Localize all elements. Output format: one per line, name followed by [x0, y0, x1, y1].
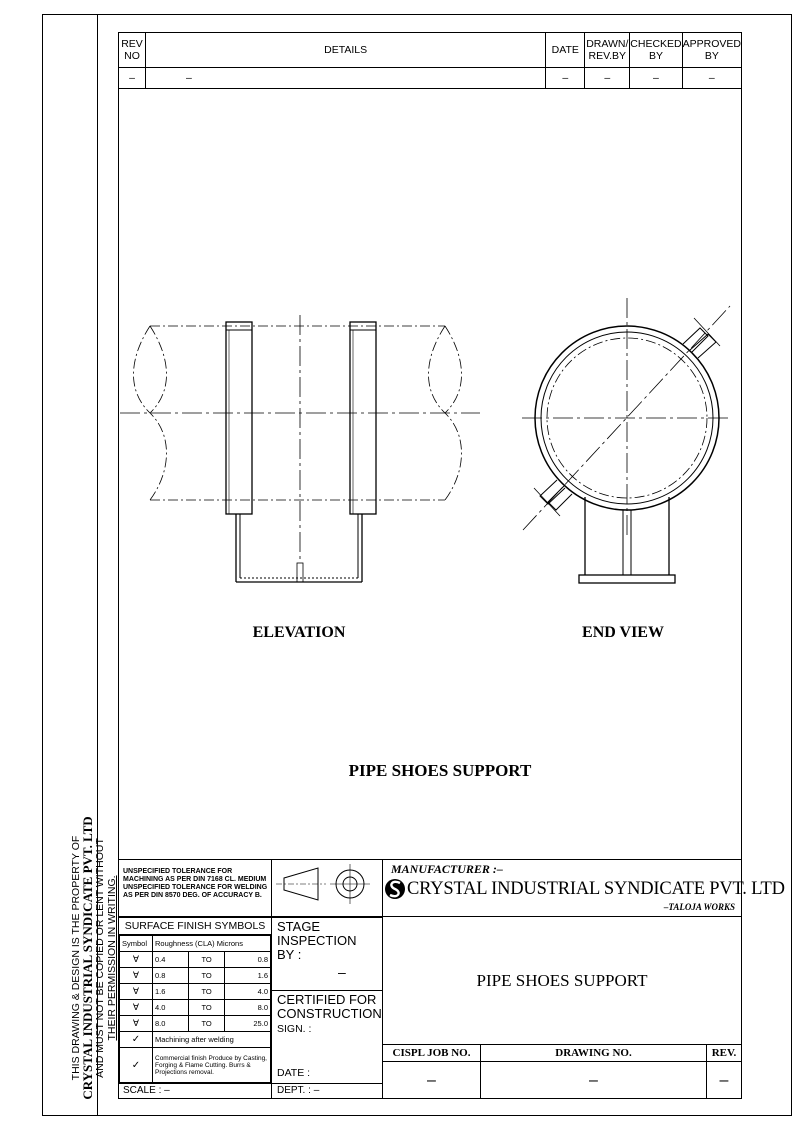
- symbol-header: Symbol: [119, 935, 153, 952]
- finish-symbol-icon: ∀: [119, 1015, 153, 1032]
- finish-from: 4.0: [151, 999, 190, 1016]
- details-value: –: [144, 67, 547, 89]
- finish-from: 1.6: [151, 983, 190, 1000]
- works-label: –TALOJA WORKS: [663, 902, 735, 912]
- company-logo-icon: [385, 879, 405, 899]
- check-symbol-icon: ✓: [119, 1031, 153, 1048]
- checked-header: CHECKED BY: [629, 32, 683, 68]
- date-label: DATE :: [277, 1067, 311, 1079]
- certified-label: CERTIFIED FOR CONSTRUCTION: [277, 992, 382, 1021]
- drawing-no-label: DRAWING NO.: [555, 1047, 632, 1059]
- tolerance-note: UNSPECIFIED TOLERANCE FOR MACHINING AS P…: [118, 859, 272, 917]
- check-symbol-icon: ✓: [119, 1047, 153, 1083]
- projection-symbol: [276, 864, 370, 904]
- title-cell: PIPE SHOES SUPPORT: [382, 916, 742, 1045]
- finish-upto: 1.6: [223, 967, 272, 984]
- finish-upto: 4.0: [223, 983, 272, 1000]
- surface-finish-table: Symbol Roughness (CLA) Microns ∀ 0.4 TO …: [119, 935, 272, 1083]
- machining-after-welding: Machining after welding: [152, 1031, 271, 1048]
- commercial-finish: Commercial finish Produce by Casting, Fo…: [152, 1047, 271, 1083]
- stage-inspection-label: STAGE INSPECTION BY :: [277, 919, 357, 962]
- finish-to: TO: [188, 983, 225, 1000]
- manufacturer-cell: MANUFACTURER :– CRYSTAL INDUSTRIAL SYNDI…: [382, 859, 785, 917]
- finish-from: 0.4: [151, 951, 190, 968]
- sign-label: SIGN. :: [277, 1023, 312, 1035]
- drawing-caption: PIPE SHOES SUPPORT: [348, 761, 532, 780]
- manufacturer-label: MANUFACTURER :–: [391, 862, 503, 876]
- finish-symbol-icon: ∀: [119, 951, 153, 968]
- checked-value: –: [629, 67, 683, 89]
- drawing-no-value: –: [589, 1072, 598, 1089]
- elevation-label: ELEVATION: [252, 624, 346, 641]
- approved-value: –: [681, 67, 743, 89]
- finish-row: ∀ 1.6 TO 4.0: [119, 983, 272, 1000]
- tolerance-line2: MACHINING AS PER DIN 7168 CL. MEDIUM: [123, 876, 267, 883]
- cispl-job-value-cell: –: [382, 1061, 481, 1099]
- date-value: –: [545, 67, 586, 89]
- details-header: DETAILS: [144, 32, 547, 68]
- surface-finish-panel: SURFACE FINISH SYMBOLS Symbol Roughness …: [118, 917, 272, 1083]
- finish-to: TO: [188, 951, 225, 968]
- rev-value: –: [719, 1072, 729, 1089]
- finish-row: ∀ 0.8 TO 1.6: [119, 967, 272, 984]
- finish-to: TO: [188, 999, 225, 1016]
- scale-label: SCALE :: [123, 1085, 162, 1096]
- end-view-label: END VIEW: [582, 624, 664, 641]
- dept-value: –: [313, 1085, 320, 1096]
- tolerance-line3: UNSPECIFIED TOLERANCE FOR WELDING: [123, 884, 268, 891]
- revision-table: REV NO DETAILS DATE DRAWN/ REV.BY CHECKE…: [118, 32, 743, 89]
- dept-label: DEPT. :: [277, 1085, 311, 1096]
- scale-cell: SCALE : –: [118, 1083, 272, 1099]
- finish-upto: 0.8: [223, 951, 272, 968]
- cispl-job-header: CISPL JOB NO.: [382, 1044, 481, 1062]
- certified-cell: CERTIFIED FOR CONSTRUCTION SIGN. : DATE …: [271, 990, 383, 1084]
- company-name: CRYSTAL INDUSTRIAL SYNDICATE PVT. LTD: [407, 879, 785, 899]
- roughness-header: Roughness (CLA) Microns: [152, 935, 271, 952]
- finish-upto: 25.0: [223, 1015, 272, 1032]
- finish-row: ∀ 0.4 TO 0.8: [119, 951, 272, 968]
- cispl-job-value: –: [427, 1072, 436, 1089]
- rev-no-header: REV NO: [118, 32, 146, 68]
- stage-inspection-value: –: [338, 964, 346, 980]
- finish-from: 0.8: [151, 967, 190, 984]
- finish-symbol-icon: ∀: [119, 967, 153, 984]
- finish-from: 8.0: [151, 1015, 190, 1032]
- tolerance-line4: AS PER DIN 8570 DEG. OF ACCURACY B.: [123, 892, 262, 899]
- finish-symbol-icon: ∀: [119, 999, 153, 1016]
- end-view: [522, 298, 732, 584]
- finish-row: ∀ 4.0 TO 8.0: [119, 999, 272, 1016]
- drawing-frame: [42, 14, 792, 1116]
- drawing-no-header: DRAWING NO.: [480, 1044, 707, 1062]
- rev-label: REV.: [711, 1047, 737, 1059]
- scale-value: –: [164, 1085, 170, 1096]
- dept-cell: DEPT. : –: [271, 1083, 383, 1099]
- side-strip: [42, 14, 98, 1116]
- projection-cell: [271, 859, 383, 917]
- rev-header: REV.: [706, 1044, 742, 1062]
- drawing-title: PIPE SHOES SUPPORT: [476, 971, 648, 990]
- finish-upto: 8.0: [223, 999, 272, 1016]
- cispl-job-label: CISPL JOB NO.: [392, 1047, 471, 1059]
- rev-value-cell: –: [706, 1061, 742, 1099]
- stage-inspection-cell: STAGE INSPECTION BY : –: [271, 917, 383, 991]
- finish-symbol-icon: ∀: [119, 983, 153, 1000]
- tolerance-line1: UNSPECIFIED TOLERANCE FOR: [123, 868, 233, 875]
- surface-finish-title: SURFACE FINISH SYMBOLS: [119, 918, 271, 935]
- finish-to: TO: [188, 967, 225, 984]
- drawn-header: DRAWN/ REV.BY: [584, 32, 631, 68]
- finish-to: TO: [188, 1015, 225, 1032]
- drawing-no-value-cell: –: [480, 1061, 707, 1099]
- finish-row: ∀ 8.0 TO 25.0: [119, 1015, 272, 1032]
